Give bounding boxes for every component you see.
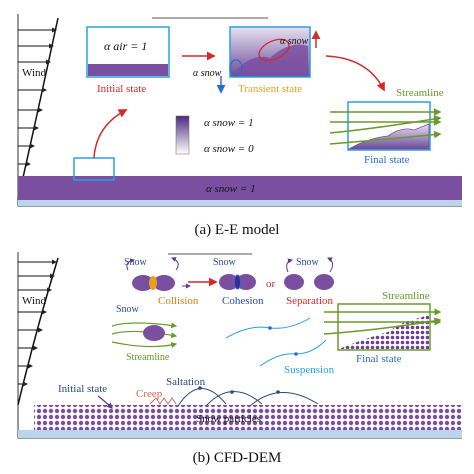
streamline-label-b-right: Streamline <box>382 290 430 302</box>
cohesion-label: Cohesion <box>222 295 264 307</box>
alpha-legend-bar <box>175 115 190 155</box>
streamline-particle <box>143 325 165 341</box>
snow-label-3: Snow <box>296 257 320 268</box>
final-state-label-b: Final state <box>356 353 402 365</box>
panel-a: Wind α snow = 1 α air = 1 Initial state … <box>17 14 462 207</box>
panel-b: Wind Snow particles Snow Collision Snow … <box>17 252 462 439</box>
suspension-curve-2 <box>259 339 327 367</box>
collision-particle-1 <box>132 275 154 291</box>
wind-label-b: Wind <box>22 295 46 307</box>
wind-label-a: Wind <box>22 67 46 79</box>
final-state-pile-b <box>339 314 429 349</box>
collision-contact <box>149 276 157 290</box>
transient-state-label: Transient state <box>238 83 302 95</box>
collision-label: Collision <box>158 295 199 307</box>
initial-state-label-a: Initial state <box>97 83 146 95</box>
zoom-arrow-a <box>93 109 128 159</box>
creep-label: Creep <box>136 388 163 400</box>
suspension-label: Suspension <box>284 364 335 376</box>
alpha-snow-left: α snow <box>193 68 222 79</box>
snow-label-1: Snow <box>124 257 148 268</box>
snow-label-4: Snow <box>116 304 140 315</box>
saltation-arc-1 <box>177 388 227 407</box>
final-state-label-a: Final state <box>364 154 410 166</box>
cohesion-bond <box>234 274 241 290</box>
ground-base-a <box>18 200 462 206</box>
ground-alpha-label: α snow = 1 <box>206 183 256 195</box>
saltation-arc-2 <box>205 391 263 407</box>
collision-particle-2 <box>153 275 175 291</box>
creep-path <box>149 397 177 405</box>
initial-state-label-b: Initial state <box>58 383 107 395</box>
legend-one-label: α snow = 1 <box>204 117 254 129</box>
wind-profile-b <box>17 257 59 406</box>
initial-state-arrow-b <box>97 395 113 409</box>
alpha-air-label: α air = 1 <box>104 39 147 53</box>
separation-particle-1 <box>284 274 304 290</box>
arrow-transient-to-final <box>325 55 385 92</box>
cohesion-particle-2 <box>236 274 256 290</box>
panel-b-caption: (b) CFD-DEM <box>192 450 282 466</box>
cohesion-particle-1 <box>219 274 239 290</box>
snow-label-2: Snow <box>213 257 237 268</box>
transient-red-ellipse <box>258 38 290 62</box>
or-label: or <box>266 278 276 290</box>
alpha-snow-right: α snow <box>280 36 309 47</box>
saltation-label: Saltation <box>166 376 206 388</box>
separation-particle-2 <box>314 274 334 290</box>
wind-profile-a <box>17 17 59 201</box>
ground-base-b <box>18 430 462 438</box>
panel-a-caption: (a) E-E model <box>194 222 280 238</box>
initial-state-snow <box>88 64 168 76</box>
legend-zero-label: α snow = 0 <box>204 143 254 155</box>
snow-particle-bed <box>34 405 462 430</box>
transient-blue-ellipse <box>229 59 243 77</box>
suspension-curve-1 <box>225 317 311 339</box>
separation-label: Separation <box>286 295 334 307</box>
saltation-arc-3 <box>249 392 319 407</box>
snow-particles-label: Snow particles <box>196 413 261 425</box>
streamline-label-b-left: Streamline <box>126 352 170 363</box>
streamline-label-a: Streamline <box>396 87 444 99</box>
